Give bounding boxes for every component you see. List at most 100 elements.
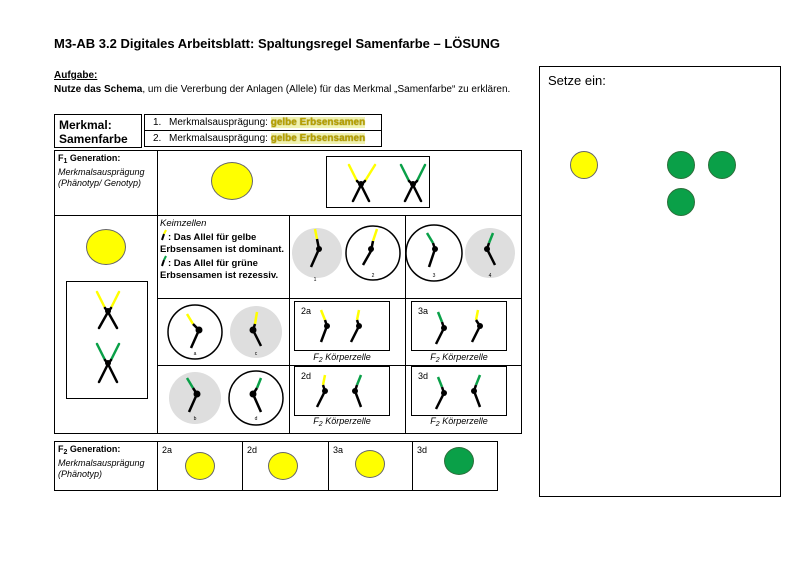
side-yellow-seed[interactable]	[570, 151, 598, 179]
f2-table	[54, 441, 498, 491]
parent-yellow-seed	[86, 229, 126, 265]
f1-yellow-seed	[211, 162, 253, 200]
cell-2d-cap-prefix: F	[313, 416, 319, 426]
keimzellen-text: Keimzellen : Das Allel für gelbe Erbsens…	[160, 218, 288, 282]
f2-prefix: F	[58, 444, 64, 454]
f2-col-3-seed[interactable]	[355, 450, 385, 478]
side-panel: Setze ein:	[539, 66, 781, 497]
f2-line-v1	[242, 441, 243, 491]
gamete-b-label: b	[194, 416, 197, 422]
f2-line-v2	[328, 441, 329, 491]
cell-3a-caption: F2 Körperzelle	[411, 352, 507, 364]
cell-2a-cap-prefix: F	[313, 352, 319, 362]
task-text: Nutze das Schema, um die Vererbung der A…	[54, 84, 510, 95]
f1-prefix: F	[58, 153, 64, 163]
f2-col-3-label: 3a	[333, 445, 344, 455]
f2-col-2-label: 2d	[247, 445, 258, 455]
f1-suffix: Generation:	[67, 153, 121, 163]
keimzellen-label: Keimzellen	[160, 218, 207, 229]
gamete-c-label: c	[255, 351, 258, 357]
page-title: M3-AB 3.2 Digitales Arbeitsblatt: Spaltu…	[54, 36, 500, 51]
cell-2a-cap-suffix: Körperzelle	[322, 352, 371, 362]
cell-2a-label: 2a	[301, 306, 312, 316]
f2-label: F2 Generation: Merkmalsausprägung (Phäno…	[58, 444, 145, 480]
keimzellen-text2: : Das Allel für grüne Erbsensamen ist re…	[160, 258, 279, 281]
cell-3a-cap-sub: 2	[435, 357, 440, 364]
gamete-c: c	[230, 306, 282, 358]
f2-line2: Merkmalsausprägung	[58, 458, 145, 468]
cell-3d-label: 3d	[418, 371, 429, 381]
main-grid	[54, 150, 522, 434]
gametes-left: a c b d	[167, 304, 284, 426]
gamete-d-label: d	[255, 416, 258, 422]
gamete-a: a	[167, 304, 223, 360]
cell-2a-chromosomes	[319, 309, 362, 343]
grid-line-v0	[157, 150, 158, 434]
task-bold: Nutze das Schema	[54, 84, 143, 95]
cell-3a-cap-prefix: F	[430, 352, 436, 362]
merkmal-line2: Samenfarbe	[59, 132, 128, 146]
f2-col-1-seed[interactable]	[185, 452, 215, 480]
gamete-2: 2	[345, 225, 401, 281]
cell-3d-cap-suffix: Körperzelle	[439, 416, 488, 426]
f2-line3: (Phänotyp)	[58, 469, 103, 479]
chromosome-yellow-2	[95, 290, 121, 330]
grid-line-v1	[289, 215, 290, 434]
merkmal-label-cell: Merkmal: Samenfarbe	[54, 114, 142, 148]
gamete-d: d	[228, 370, 284, 426]
grid-line-v2	[405, 215, 406, 434]
gamete-4: 4	[465, 228, 515, 279]
merkmal-row-1: 1.Merkmalsausprägung: gelbe Erbsensamen	[144, 114, 382, 131]
gamete-1: 1	[292, 228, 342, 283]
parent-chromosomes	[95, 290, 121, 384]
cell-2a-caption: F2 Körperzelle	[294, 352, 390, 364]
cell-2d-caption: F2 Körperzelle	[294, 416, 390, 428]
f1-chromosome-box	[326, 156, 430, 208]
parent-chromosome-box	[66, 281, 148, 399]
f2-col-4-label: 3d	[417, 445, 428, 455]
cell-2a: 2a	[294, 301, 390, 351]
f2-line-v0	[157, 441, 158, 491]
merkmal-row-1-value[interactable]: gelbe Erbsensamen	[270, 117, 366, 128]
cell-3a-label: 3a	[418, 306, 429, 316]
merkmal-row-2-value[interactable]: gelbe Erbsensamen	[270, 133, 366, 144]
f2-col-4-seed[interactable]	[444, 447, 474, 475]
cell-3d-cap-sub: 2	[435, 421, 440, 428]
f1-sub: 1	[63, 158, 68, 165]
chromosome-green	[399, 163, 427, 203]
cell-3d: 3d	[411, 366, 507, 416]
task-rest: , um die Vererbung der Anlagen (Allele) …	[142, 84, 511, 95]
cell-2d-label: 2d	[301, 371, 312, 381]
grid-line-h2	[157, 298, 522, 299]
merkmal-row-1-num: 1.	[153, 117, 162, 128]
gametes-row-1: 1 2 3 4	[292, 224, 515, 283]
side-green-seed-2[interactable]	[708, 151, 736, 179]
gamete-3: 3	[405, 224, 463, 282]
f2-suffix: Generation:	[67, 444, 121, 454]
chromosome-green-2	[95, 342, 121, 384]
cell-2d-cap-suffix: Körperzelle	[322, 416, 371, 426]
gamete-b: b	[169, 372, 221, 424]
f2-col-2-seed[interactable]	[268, 452, 298, 480]
f1-label: F1 Generation: Merkmalsausprägung (Phäno…	[58, 153, 145, 189]
green-allele-icon	[161, 255, 167, 267]
cell-3a-chromosomes	[434, 309, 483, 345]
side-title: Setze ein:	[548, 73, 606, 88]
keimzellen-text1: : Das Allel für gelbe Erbsensamen ist do…	[160, 232, 285, 255]
chromosome-yellow	[347, 163, 377, 203]
cell-2d-chromosomes	[315, 374, 363, 408]
merkmal-line1: Merkmal:	[59, 118, 112, 132]
cell-2a-cap-sub: 2	[318, 357, 323, 364]
merkmal-row-2-text: Merkmalsausprägung:	[169, 133, 271, 144]
f1-line2: Merkmalsausprägung	[58, 167, 145, 177]
side-green-seed-3[interactable]	[667, 188, 695, 216]
cell-3d-chromosomes	[434, 374, 482, 410]
grid-line-h3	[157, 365, 522, 366]
side-green-seed-1[interactable]	[667, 151, 695, 179]
gamete-2-label: 2	[372, 273, 375, 279]
merkmal-row-2: 2.Merkmalsausprägung: gelbe Erbsensamen	[144, 130, 382, 147]
f2-col-1-label: 2a	[162, 445, 173, 455]
gamete-a-label: a	[194, 351, 197, 357]
cell-2d: 2d	[294, 366, 390, 416]
cell-3d-cap-prefix: F	[430, 416, 436, 426]
